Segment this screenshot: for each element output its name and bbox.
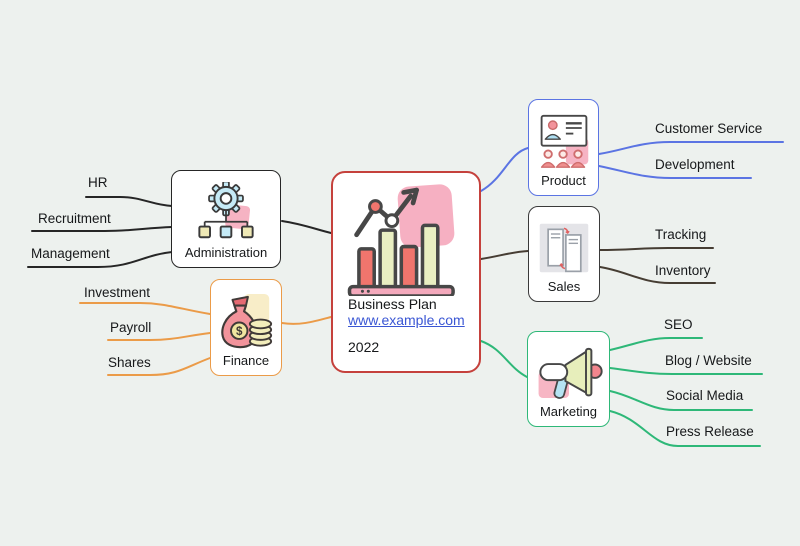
leaf-development[interactable]: Development [655,157,735,172]
bar-chart-growth-icon [347,184,455,296]
leaf-tracking[interactable]: Tracking [655,227,707,242]
node-label-product: Product [541,173,586,188]
leaf-investment[interactable]: Investment [84,285,151,300]
edge-administration-hr [85,196,173,207]
edge-center-marketing [480,340,528,378]
edge-center-sales [480,250,529,260]
leaf-management[interactable]: Management [31,246,110,261]
center-node-business-plan[interactable]: Business Plan www.example.com 2022 [331,171,481,373]
leaf-shares[interactable]: Shares [108,355,151,370]
leaf-hr[interactable]: HR [88,175,108,190]
edge-center-product [480,147,529,192]
edge-product-development [598,165,752,179]
node-product[interactable]: Product [528,99,599,196]
leaf-recruitment[interactable]: Recruitment [38,211,111,226]
node-finance[interactable]: $ Finance [210,279,282,376]
leaf-social-media[interactable]: Social Media [666,388,744,403]
edge-marketing-press [609,410,761,447]
center-link[interactable]: www.example.com [348,312,465,329]
node-label-marketing: Marketing [539,404,598,419]
svg-text:$: $ [236,325,243,338]
node-sales[interactable]: Sales [528,206,600,302]
center-title: Business Plan [348,296,437,312]
node-label-finance: Finance [222,353,270,368]
edge-product-customer-service [598,141,784,155]
edge-finance-investment [79,302,211,315]
gear-org-chart-icon [195,180,257,246]
node-label-administration: Administration [184,245,268,260]
edge-sales-tracking [599,247,714,251]
leaf-payroll[interactable]: Payroll [110,320,152,335]
leaf-customer-service[interactable]: Customer Service [655,121,763,136]
edge-finance-payroll [107,332,211,341]
megaphone-icon [535,341,603,405]
leaf-blog-website[interactable]: Blog / Website [665,353,752,368]
edge-marketing-social [609,390,753,411]
leaf-inventory[interactable]: Inventory [655,263,711,278]
node-marketing[interactable]: Marketing [527,331,610,427]
edge-administration-management [27,251,173,268]
edge-center-administration [281,220,332,234]
money-bag-coins-icon: $ [217,289,275,354]
receipts-sync-icon [537,216,591,280]
edge-finance-shares [107,357,211,376]
leaf-seo[interactable]: SEO [664,317,693,332]
edge-sales-inventory [599,266,716,284]
leaf-press-release[interactable]: Press Release [666,424,754,439]
edge-center-finance [281,316,332,325]
id-card-team-icon [536,109,592,174]
edge-marketing-blog [609,367,763,375]
node-administration[interactable]: Administration [171,170,281,268]
node-label-sales: Sales [547,279,581,294]
edge-administration-recruitment [31,226,173,232]
center-year: 2022 [348,339,380,356]
edge-marketing-seo [609,337,703,351]
